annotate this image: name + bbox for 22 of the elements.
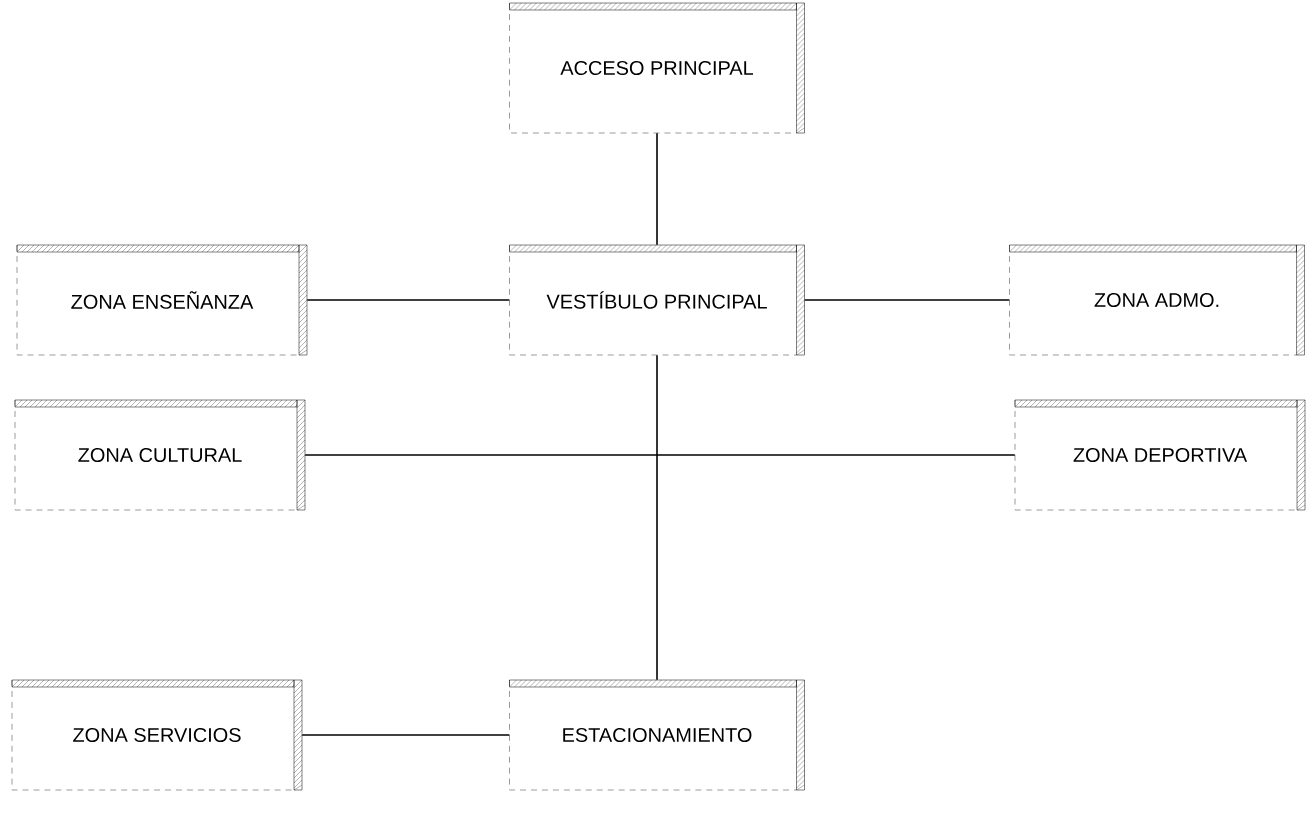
node-label: ZONA ADMO.: [1094, 292, 1219, 308]
room-box: ESTACIONAMIENTO: [509, 679, 805, 791]
room-box: VESTÍBULO PRINCIPAL: [509, 244, 805, 356]
connector-line: [306, 299, 511, 301]
node-label: ESTACIONAMIENTO: [563, 727, 752, 743]
room-box: ZONA CULTURAL: [14, 399, 306, 511]
connector-line: [803, 299, 1011, 301]
node-label: ZONA SERVICIOS: [73, 727, 241, 743]
room-box: ZONA ENSEÑANZA: [16, 244, 308, 356]
room-box: ZONA ADMO.: [1009, 244, 1305, 356]
node-label: ACCESO PRINCIPAL: [560, 60, 754, 76]
connector-line: [656, 354, 658, 681]
connector-line: [304, 454, 1016, 456]
node-label: ZONA DEPORTIVA: [1073, 447, 1248, 463]
room-box: ZONA SERVICIOS: [11, 679, 303, 791]
node-label: ZONA CULTURAL: [78, 447, 242, 463]
room-box: ACCESO PRINCIPAL: [509, 2, 805, 134]
room-box: ZONA DEPORTIVA: [1014, 399, 1306, 511]
connector-line: [301, 734, 511, 736]
connector-line: [656, 132, 658, 246]
node-label: ZONA ENSEÑANZA: [71, 291, 254, 309]
node-label: VESTÍBULO PRINCIPAL: [546, 291, 767, 309]
